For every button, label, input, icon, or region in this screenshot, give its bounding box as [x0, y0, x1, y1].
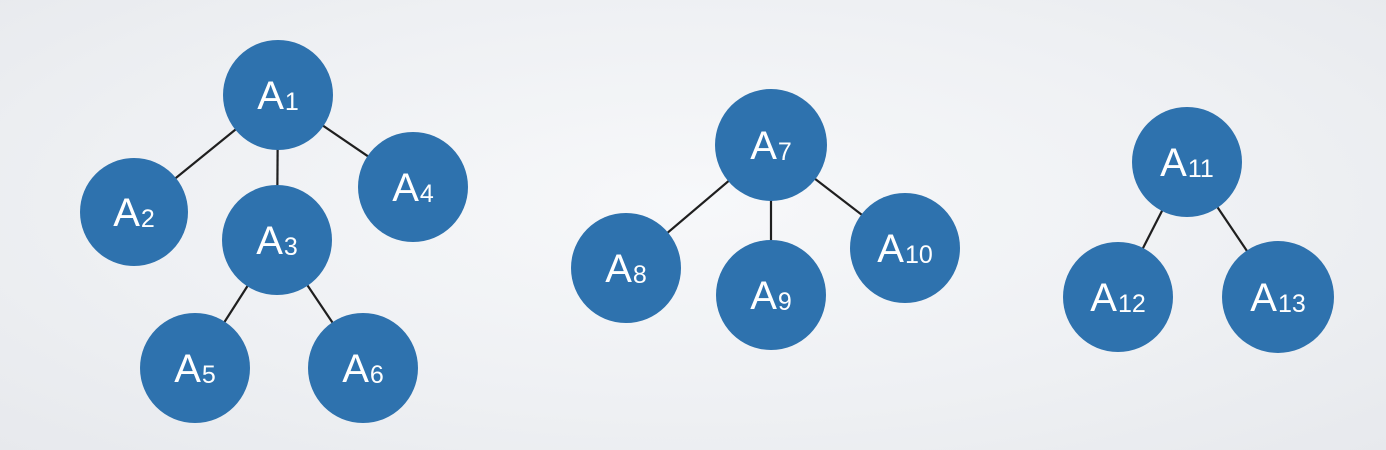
- node-label: A10: [877, 227, 933, 271]
- node-a11: A11: [1132, 107, 1242, 217]
- node-a2: A2: [80, 158, 188, 266]
- node-a6: A6: [308, 313, 418, 423]
- node-label: A11: [1160, 141, 1214, 185]
- node-label-base: A: [750, 274, 777, 318]
- node-label: A6: [342, 347, 384, 391]
- node-circle: [1063, 242, 1173, 352]
- node-label-base: A: [342, 347, 369, 391]
- node-label-subscript: 2: [141, 205, 155, 233]
- node-label-subscript: 5: [202, 361, 216, 389]
- node-circle: [571, 213, 681, 323]
- node-circle: [1222, 241, 1334, 353]
- node-label-subscript: 12: [1118, 290, 1146, 318]
- node-label: A9: [750, 274, 792, 318]
- node-label-subscript: 10: [905, 241, 933, 269]
- node-a8: A8: [571, 213, 681, 323]
- node-circle: [850, 193, 960, 303]
- node-a10: A10: [850, 193, 960, 303]
- node-label-subscript: 1: [285, 88, 299, 116]
- node-label-base: A: [113, 191, 140, 235]
- node-a5: A5: [140, 313, 250, 423]
- node-a7: A7: [715, 89, 827, 201]
- node-circle: [358, 132, 468, 242]
- node-label: A3: [256, 219, 298, 263]
- node-label-base: A: [1160, 141, 1187, 185]
- node-label-base: A: [605, 247, 632, 291]
- node-label-base: A: [1250, 276, 1277, 320]
- node-circle: [716, 240, 826, 350]
- node-label-subscript: 13: [1278, 290, 1306, 318]
- node-label-subscript: 6: [370, 361, 384, 389]
- node-circle: [308, 313, 418, 423]
- node-label-base: A: [256, 219, 283, 263]
- node-label-base: A: [392, 166, 419, 210]
- node-label-subscript: 9: [778, 288, 792, 316]
- node-circle: [715, 89, 827, 201]
- node-label-subscript: 8: [633, 261, 647, 289]
- node-a12: A12: [1063, 242, 1173, 352]
- node-label-subscript: 3: [284, 233, 298, 261]
- node-a3: A3: [222, 185, 332, 295]
- node-a13: A13: [1222, 241, 1334, 353]
- node-circle: [223, 40, 333, 150]
- node-label: A12: [1090, 276, 1146, 320]
- node-label-base: A: [174, 347, 201, 391]
- node-label-base: A: [750, 124, 777, 168]
- node-label: A4: [392, 166, 434, 210]
- node-circle: [222, 185, 332, 295]
- node-label: A1: [257, 74, 299, 118]
- node-label: A5: [174, 347, 216, 391]
- node-label: A7: [750, 124, 792, 168]
- node-label: A13: [1250, 276, 1306, 320]
- node-a1: A1: [223, 40, 333, 150]
- node-label: A8: [605, 247, 647, 291]
- node-circle: [1132, 107, 1242, 217]
- node-label-base: A: [877, 227, 904, 271]
- node-a9: A9: [716, 240, 826, 350]
- node-label-subscript: 7: [778, 138, 792, 166]
- node-label-base: A: [1090, 276, 1117, 320]
- node-label-base: A: [257, 74, 284, 118]
- node-a4: A4: [358, 132, 468, 242]
- node-circle: [140, 313, 250, 423]
- node-circle: [80, 158, 188, 266]
- node-label: A2: [113, 191, 155, 235]
- node-label-subscript: 11: [1188, 155, 1214, 183]
- node-label-subscript: 4: [420, 180, 434, 208]
